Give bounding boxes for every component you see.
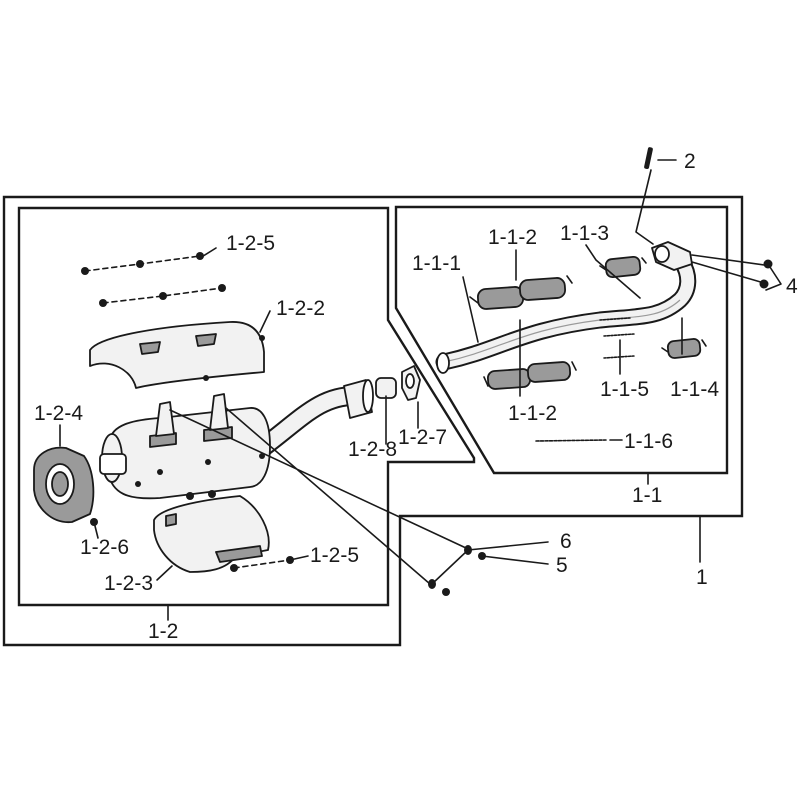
label-1-2: 1-2 xyxy=(148,620,178,643)
label-1-1-2-bottom: 1-1-2 xyxy=(508,402,557,425)
springs-1-1-5 xyxy=(599,317,635,359)
gasket-1-2-8 xyxy=(375,377,397,399)
label-1-2-2: 1-2-2 xyxy=(276,297,325,320)
gasket-2 xyxy=(644,147,653,170)
end-cap-1-2-4 xyxy=(33,446,95,523)
joint-sleeve-1-1-3 xyxy=(599,255,647,279)
label-1-1-2-top: 1-1-2 xyxy=(488,226,537,249)
label-1-2-6: 1-2-6 xyxy=(80,536,129,559)
frame-muffler-1-2 xyxy=(17,206,476,607)
label-1-2-8: 1-2-8 xyxy=(348,438,397,461)
muffler-body xyxy=(99,393,271,500)
muffler-pipe xyxy=(256,379,374,457)
label-2: 2 xyxy=(684,150,696,173)
label-5: 5 xyxy=(556,554,568,577)
label-1-2-7: 1-2-7 xyxy=(398,426,447,449)
header-pipe-1-1-1 xyxy=(435,253,697,374)
heat-shield-1-2-2 xyxy=(89,321,265,389)
label-1-1-5: 1-1-5 xyxy=(600,378,649,401)
label-4: 4 xyxy=(786,275,798,298)
label-1-2-5-bottom: 1-2-5 xyxy=(310,544,359,567)
header-flange xyxy=(651,241,693,271)
leader-lines xyxy=(59,159,782,621)
label-1-1-1: 1-1-1 xyxy=(412,252,461,275)
label-1-1: 1-1 xyxy=(632,484,662,507)
heat-guard-1-1-2-upper xyxy=(469,275,573,310)
label-1-1-3: 1-1-3 xyxy=(560,222,609,245)
label-1-2-4: 1-2-4 xyxy=(34,402,83,425)
label-6: 6 xyxy=(560,530,572,553)
clamp-1-2-7 xyxy=(401,365,421,401)
heat-guard-1-1-2-lower xyxy=(483,361,577,390)
label-1-2-5-top: 1-2-5 xyxy=(226,232,275,255)
bolts-1-2-5-top xyxy=(81,252,226,307)
label-1: 1 xyxy=(696,566,708,589)
part-labels: 1 1-1 1-2 2 4 5 6 1-1-1 1-1-2 1-1-3 1-1-… xyxy=(34,150,798,643)
bolts-1-2-5-bottom xyxy=(186,490,294,572)
frame-assembly-1 xyxy=(2,195,744,647)
label-1-1-6: 1-1-6 xyxy=(624,430,673,453)
label-1-1-4: 1-1-4 xyxy=(670,378,719,401)
bolts-5-washers-6 xyxy=(428,545,486,596)
frame-header-pipe-1-1 xyxy=(394,205,729,475)
label-1-2-3: 1-2-3 xyxy=(104,572,153,595)
joint-sleeve-1-1-4 xyxy=(661,338,707,359)
spring-rod-1-1-6 xyxy=(535,439,607,442)
heat-shield-1-2-3 xyxy=(153,495,270,573)
